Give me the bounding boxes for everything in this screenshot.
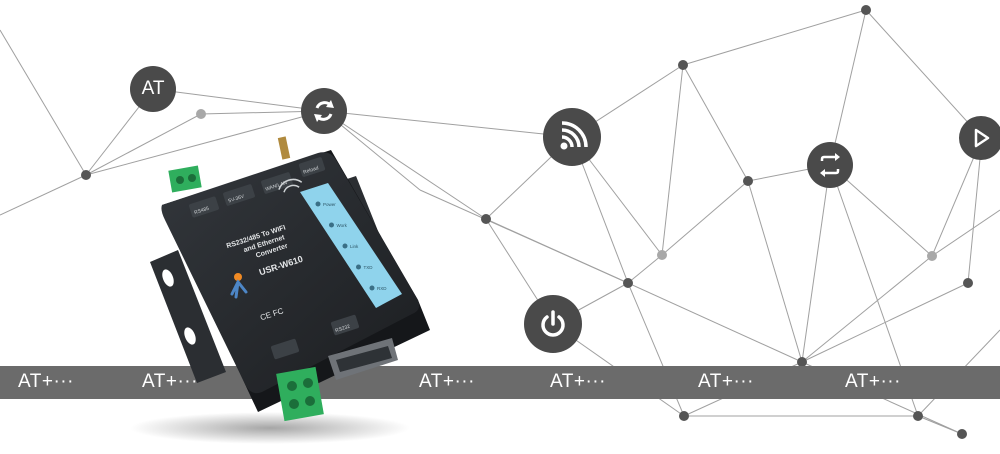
network-link — [917, 415, 963, 435]
wifi-icon — [543, 108, 601, 166]
network-link — [801, 255, 933, 363]
network-link — [747, 180, 803, 363]
network-link — [152, 88, 325, 112]
network-node — [623, 278, 633, 288]
band-label-1: AT+··· — [18, 371, 74, 392]
network-link — [323, 110, 487, 220]
network-link — [801, 164, 831, 363]
network-node — [957, 429, 967, 439]
network-link — [801, 282, 969, 363]
network-link — [967, 137, 983, 284]
network-node — [678, 60, 688, 70]
network-link — [419, 189, 629, 284]
network-node — [679, 411, 689, 421]
network-link — [931, 209, 1000, 257]
at-command-band: AT+··· AT+··· AT+··· AT+··· AT+··· AT+··… — [0, 366, 1000, 399]
network-node — [81, 170, 91, 180]
network-link — [865, 9, 983, 139]
band-label-6: AT+··· — [845, 371, 901, 392]
refresh-icon — [301, 88, 347, 134]
power-icon — [524, 295, 582, 353]
network-link — [323, 110, 573, 138]
band-label-4: AT+··· — [550, 371, 606, 392]
at-icon-label: AT — [141, 78, 165, 99]
network-link — [85, 113, 202, 176]
at-command-icon: AT — [130, 66, 176, 112]
network-node — [797, 357, 807, 367]
network-node — [196, 109, 206, 119]
network-link — [661, 180, 749, 256]
network-link — [85, 110, 325, 176]
network-link — [627, 282, 803, 363]
network-link — [0, 174, 87, 216]
network-node — [963, 278, 973, 288]
network-node — [657, 250, 667, 260]
network-node — [913, 411, 923, 421]
cycle-icon — [807, 142, 853, 188]
network-node — [861, 5, 871, 15]
network-node — [481, 214, 491, 224]
network-link — [627, 254, 663, 284]
band-label-5: AT+··· — [698, 371, 754, 392]
network-node — [743, 176, 753, 186]
band-label-2: AT+··· — [142, 371, 198, 392]
network-link — [829, 9, 867, 166]
network-link — [0, 29, 87, 176]
network-link — [682, 64, 749, 182]
network-link — [682, 9, 867, 66]
network-node — [927, 251, 937, 261]
network-link — [661, 64, 684, 256]
play-icon — [959, 116, 1000, 160]
band-label-3: AT+··· — [419, 371, 475, 392]
